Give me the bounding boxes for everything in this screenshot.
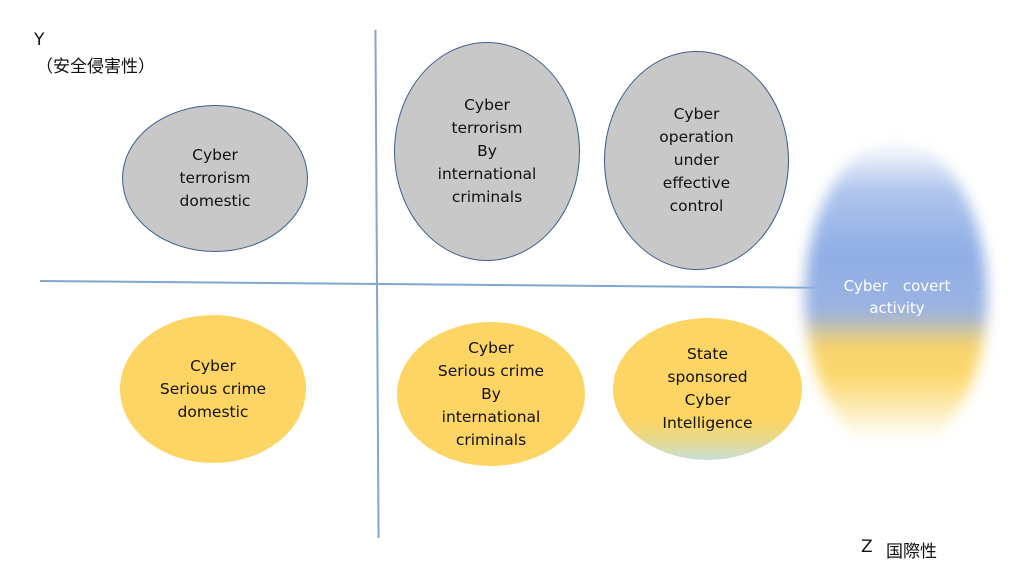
y-axis-label: Y bbox=[34, 30, 45, 50]
node-cyber-terrorism-domestic: Cyber terrorism domestic bbox=[122, 105, 308, 252]
node-cyber-terrorism-international: Cyber terrorism By international crimina… bbox=[394, 42, 580, 261]
node-label: Cyber Serious crime domestic bbox=[159, 356, 267, 421]
z-axis-sublabel: 国際性 bbox=[886, 542, 937, 562]
node-label: Cyber terrorism By international crimina… bbox=[437, 96, 537, 206]
node-label: State sponsored Cyber Intelligence bbox=[662, 345, 753, 432]
node-state-sponsored-cyber-intelligence: State sponsored Cyber Intelligence bbox=[613, 318, 802, 460]
node-cyber-covert-activity-label: Cyber covert activity bbox=[843, 277, 951, 317]
y-axis-sublabel: （安全侵害性） bbox=[36, 57, 155, 77]
node-cyber-serious-crime-international: Cyber Serious crime By international cri… bbox=[397, 322, 585, 466]
node-label: Cyber operation under effective control bbox=[659, 105, 734, 215]
node-cyber-covert-activity-shape bbox=[805, 142, 987, 452]
z-axis-label: Z bbox=[861, 537, 873, 557]
node-label: Cyber terrorism domestic bbox=[179, 146, 251, 210]
node-cyber-operation-effective-control: Cyber operation under effective control bbox=[604, 51, 789, 270]
node-cyber-serious-crime-domestic: Cyber Serious crime domestic bbox=[120, 315, 306, 463]
node-label: Cyber Serious crime By international cri… bbox=[437, 338, 545, 449]
